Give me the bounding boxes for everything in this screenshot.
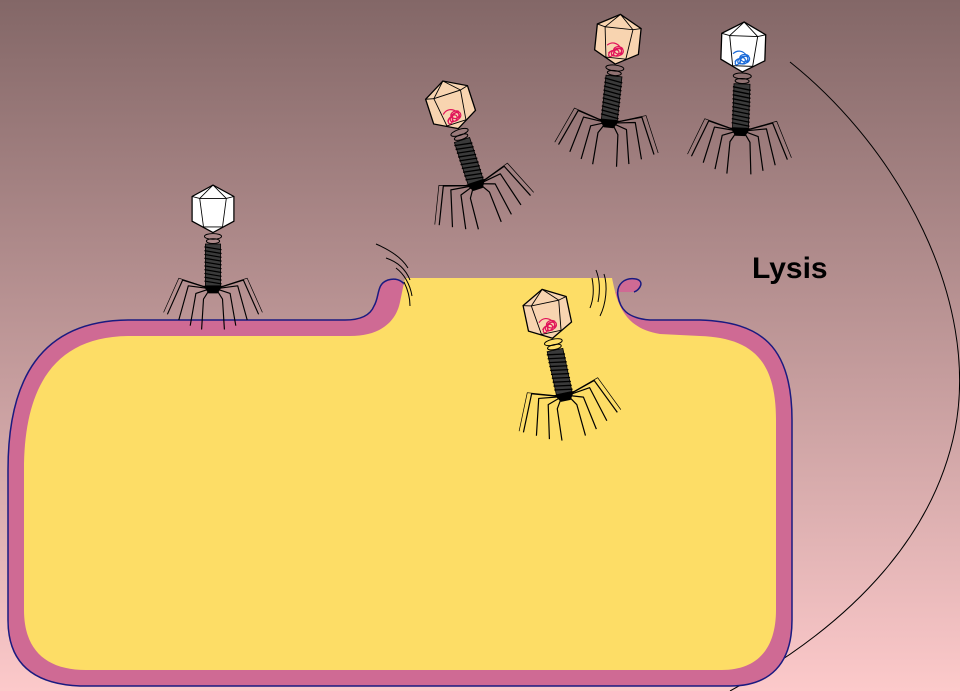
cytoplasm bbox=[24, 278, 776, 670]
lysis-label: Lysis bbox=[752, 252, 828, 286]
